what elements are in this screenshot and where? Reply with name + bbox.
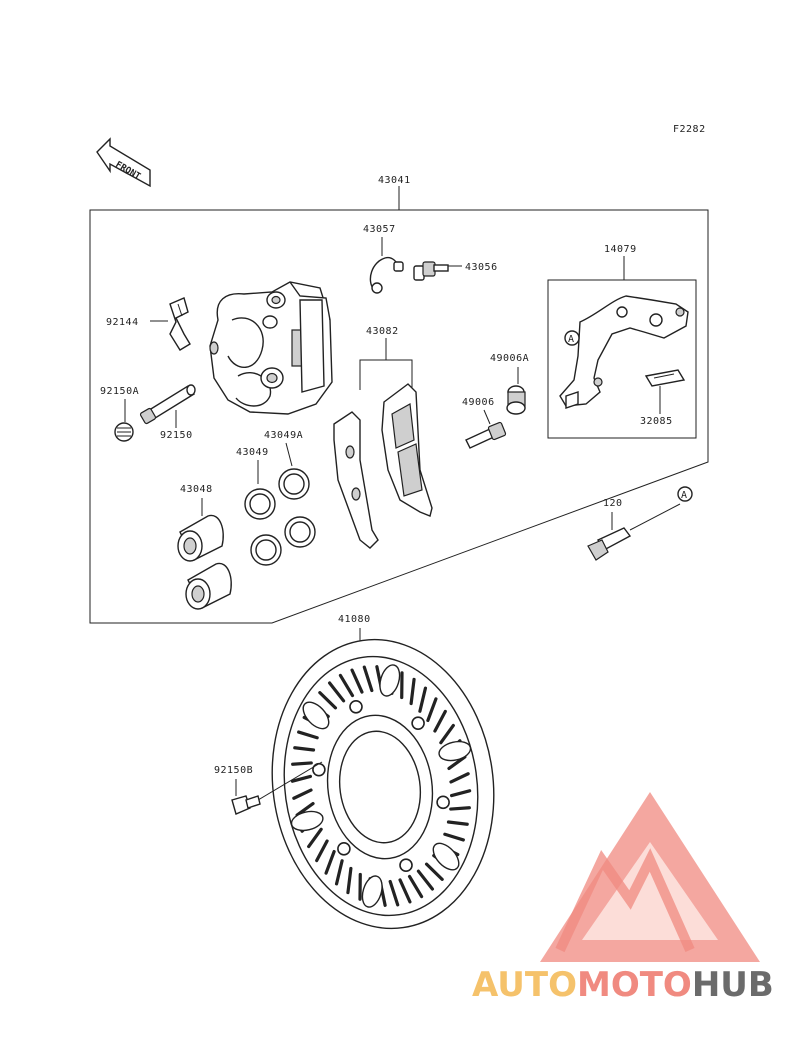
slide-pin-part bbox=[465, 421, 507, 449]
disc-slot bbox=[449, 772, 470, 784]
disc-slot bbox=[346, 866, 353, 895]
disc-cutout bbox=[432, 842, 460, 871]
disc-slot bbox=[307, 827, 323, 849]
disc-slot bbox=[409, 677, 416, 706]
label-49006: 49006 bbox=[462, 397, 495, 408]
disc-slot bbox=[338, 673, 355, 698]
automotohub-logo bbox=[540, 792, 760, 962]
leader-43049A bbox=[285, 442, 293, 467]
label-14079: 14079 bbox=[604, 244, 637, 255]
pad-plate-part bbox=[644, 369, 686, 387]
svg-text:A: A bbox=[681, 490, 688, 501]
pad-spring-part bbox=[169, 297, 191, 351]
disc-slot bbox=[446, 820, 469, 826]
label-41080: 41080 bbox=[338, 614, 371, 625]
label-43082: 43082 bbox=[366, 326, 399, 337]
disc-slot bbox=[407, 874, 424, 899]
disc-slot bbox=[290, 774, 313, 783]
svg-text:A: A bbox=[568, 334, 575, 345]
disc-slot bbox=[426, 697, 438, 723]
front-arrow-icon: FRONT bbox=[96, 137, 151, 188]
disc-slot bbox=[318, 691, 338, 710]
disc-slot bbox=[315, 839, 329, 863]
label-120: 120 bbox=[603, 498, 623, 509]
disc-bolt-part bbox=[231, 795, 261, 815]
caliper-bracket-part bbox=[559, 295, 689, 409]
dust-boot-part bbox=[506, 385, 526, 415]
piston-part bbox=[177, 514, 232, 610]
disc-slot bbox=[449, 806, 471, 811]
label-43048: 43048 bbox=[180, 484, 213, 495]
label-43049A: 43049A bbox=[264, 430, 303, 441]
disc-cutout bbox=[302, 701, 330, 730]
piston-seal-set-part bbox=[244, 468, 316, 566]
watermark-auto: AUTO bbox=[472, 965, 577, 1005]
disc-slot bbox=[416, 869, 434, 891]
bleeder-valve-part bbox=[413, 261, 449, 281]
ref-circle-a-1: A bbox=[564, 330, 580, 346]
label-43057: 43057 bbox=[363, 224, 396, 235]
disc-slot bbox=[439, 723, 455, 745]
disc-slot bbox=[433, 709, 447, 733]
bracket-subkit-outline bbox=[547, 279, 697, 439]
disc-bolt-hole bbox=[337, 842, 351, 856]
label-43041: 43041 bbox=[378, 175, 411, 186]
disc-slot bbox=[362, 665, 374, 693]
watermark-moto: MOTO bbox=[577, 965, 692, 1005]
disc-slot bbox=[297, 730, 319, 740]
disc-slot bbox=[418, 686, 428, 713]
disc-slot bbox=[292, 788, 313, 800]
pad-bracket-line bbox=[359, 359, 413, 390]
disc-slot bbox=[334, 859, 344, 886]
disc-slot bbox=[291, 761, 313, 766]
label-43049: 43049 bbox=[236, 447, 269, 458]
disc-slot bbox=[449, 789, 472, 798]
disc-bolt-hole bbox=[312, 762, 326, 777]
ref-circle-a-2: A bbox=[677, 486, 693, 502]
disc-slot bbox=[388, 879, 400, 907]
bleeder-cap-part bbox=[369, 256, 404, 294]
watermark-text: AUTOMOTOHUB bbox=[472, 965, 774, 1005]
disc-bolt-hole bbox=[436, 795, 450, 810]
disc-slot bbox=[443, 832, 465, 842]
disc-slot bbox=[295, 801, 315, 817]
caliper-kit-outline bbox=[89, 209, 709, 624]
disc-slot bbox=[424, 862, 444, 881]
disc-bolt-hole bbox=[399, 858, 413, 872]
disc-cutout bbox=[361, 875, 383, 908]
label-49006A: 49006A bbox=[490, 353, 529, 364]
caliper-pin-part bbox=[139, 384, 196, 425]
disc-slot bbox=[328, 681, 346, 703]
disc-bolt-hole bbox=[349, 700, 363, 714]
disc-cutout bbox=[438, 740, 472, 762]
disc-cutout bbox=[290, 810, 324, 832]
disc-slot bbox=[398, 878, 412, 904]
brake-disc-part bbox=[271, 638, 495, 930]
leader-49006 bbox=[483, 409, 491, 425]
leader-92150B-disc bbox=[247, 761, 323, 807]
caliper-body-part bbox=[209, 281, 333, 415]
label-92150B: 92150B bbox=[214, 765, 253, 776]
label-92144: 92144 bbox=[106, 317, 139, 328]
disc-slot bbox=[447, 755, 467, 771]
label-92150A: 92150A bbox=[100, 386, 139, 397]
label-43056: 43056 bbox=[465, 262, 498, 273]
pin-plug-part bbox=[114, 422, 134, 442]
label-92150: 92150 bbox=[160, 430, 193, 441]
disc-slot bbox=[293, 746, 316, 752]
watermark-hub: HUB bbox=[692, 965, 774, 1005]
disc-slot bbox=[350, 668, 364, 694]
disc-cutout bbox=[379, 664, 401, 697]
figure-code: F2282 bbox=[673, 124, 706, 135]
brake-pad-part bbox=[333, 383, 433, 549]
disc-bolt-hole bbox=[411, 716, 425, 730]
label-32085: 32085 bbox=[640, 416, 673, 427]
leader-ref-a bbox=[629, 503, 681, 531]
disc-slot bbox=[324, 849, 336, 875]
mounting-bolt-part bbox=[587, 527, 632, 561]
